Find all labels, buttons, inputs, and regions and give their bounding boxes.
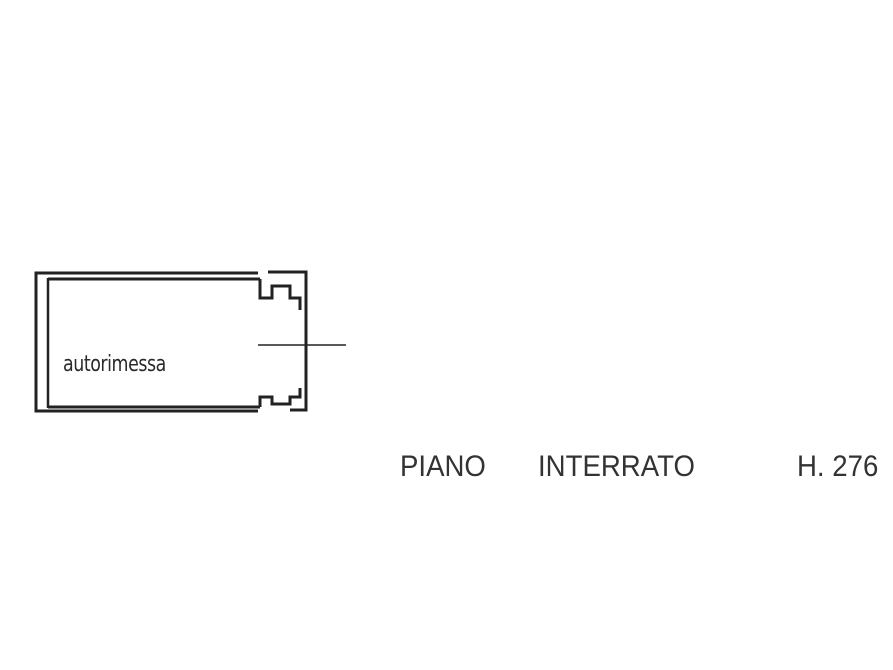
room-label: autorimessa xyxy=(63,352,166,377)
door-notch-top xyxy=(258,279,302,310)
height-label: H. 276 xyxy=(797,450,879,483)
right-wall xyxy=(268,270,308,412)
floor-level: INTERRATO xyxy=(538,450,695,483)
floor-name: PIANO xyxy=(400,450,486,483)
door-notch-bottom xyxy=(258,388,302,407)
outer-wall xyxy=(34,271,258,413)
